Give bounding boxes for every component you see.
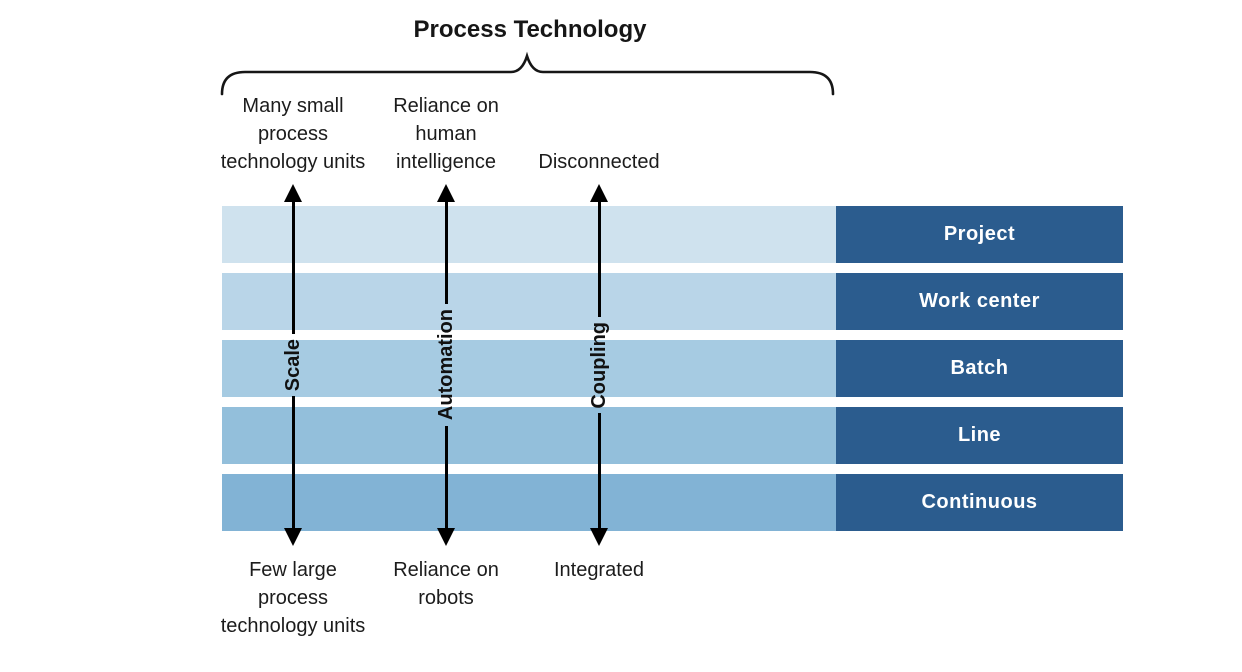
band-line [222,407,836,464]
band-work-center [222,273,836,330]
arrow-up-icon [284,184,302,202]
scale-axis-arrow: Scale [278,184,308,547]
band-continuous [222,474,836,531]
table-row: Line [222,407,1123,464]
band-batch [222,340,836,397]
arrow-up-icon [590,184,608,202]
coupling-axis-arrow: Coupling [584,184,614,547]
coupling-top-label: Disconnected [538,151,660,173]
arrow-shaft [291,202,295,334]
arrow-shaft [597,413,601,529]
table-row: Batch [222,340,1123,397]
curly-brace [220,51,835,96]
row-label-batch: Batch [836,340,1123,397]
row-label-line: Line [836,407,1123,464]
row-label-work-center: Work center [836,273,1123,330]
table-row: Project [222,206,1123,263]
row-label-continuous: Continuous [836,474,1123,531]
arrow-down-icon [590,528,608,547]
scale-bottom-label: Few large process technology units [220,559,366,637]
automation-axis-arrow: Automation [431,184,461,546]
coupling-bottom-label: Integrated [553,559,645,581]
automation-top-label: Reliance on human intelligence [393,95,499,173]
automation-axis-label: Automation [434,309,457,421]
arrow-shaft [444,202,448,305]
arrow-shaft [597,202,601,317]
arrow-shaft [444,425,448,528]
arrow-down-icon [284,528,302,547]
process-type-rows: Project Work center Batch Line Continuou… [222,206,1123,531]
table-row: Work center [222,273,1123,330]
coupling-axis-label: Coupling [587,321,610,409]
scale-axis-label: Scale [281,338,304,392]
diagram-title: Process Technology [413,16,647,43]
automation-bottom-label: Reliance on robots [393,559,499,609]
table-row: Continuous [222,474,1123,531]
arrow-down-icon [437,528,455,546]
band-project [222,206,836,263]
scale-top-label: Many small process technology units [220,95,366,173]
arrow-shaft [291,396,295,529]
row-label-project: Project [836,206,1123,263]
arrow-up-icon [437,184,455,202]
